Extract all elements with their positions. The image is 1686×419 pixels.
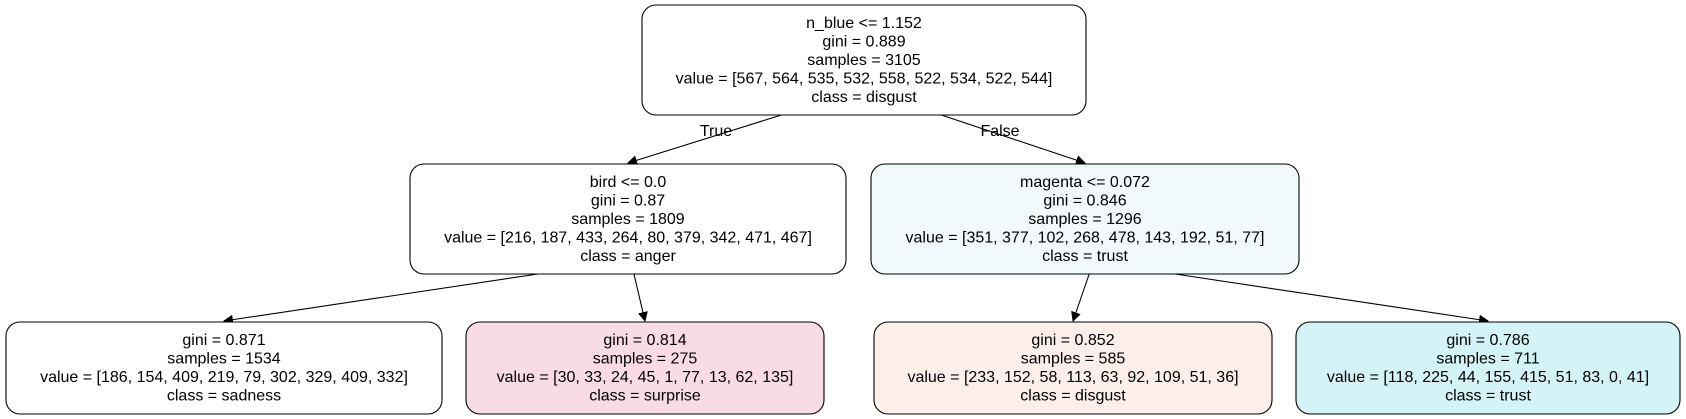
edge-arrow [1071,273,1090,322]
node-text-line: class = disgust [1020,388,1126,405]
edge-arrow [633,273,648,322]
node-text-line: magenta <= 0.072 [1020,174,1150,191]
node-text-line: n_blue <= 1.152 [806,15,922,32]
node-text-line: value = [233, 152, 58, 113, 63, 92, 109,… [907,369,1238,386]
node-text-line: gini = 0.871 [182,332,265,349]
node-text-line: samples = 1296 [1028,211,1142,228]
node-text-line: class = trust [1042,248,1128,265]
node-text-line: gini = 0.889 [822,33,905,50]
node-box [641,4,1087,116]
tree-edge-right-rr [1174,273,1489,325]
node-text-line: value = [30, 33, 24, 45, 1, 77, 13, 62, … [497,369,794,386]
node-text-line: samples = 3105 [807,52,921,69]
node-text-line: value = [216, 187, 433, 264, 80, 379, 34… [444,229,812,246]
node-box [409,163,847,275]
tree-edge-right-rl [1071,273,1090,322]
node-box [465,321,825,415]
node-text-line: value = [118, 225, 44, 155, 415, 51, 83,… [1327,369,1649,386]
node-text-line: class = trust [1445,388,1531,405]
edge-label-true: True [700,123,732,140]
node-text-line: value = [567, 564, 535, 532, 558, 522, 5… [676,70,1053,87]
node-text-line: samples = 1534 [167,351,281,368]
node-text-line: samples = 585 [1021,351,1126,368]
node-text-line: class = sadness [167,388,281,405]
edge-arrow [223,273,539,325]
tree-edge-left-lr [633,273,648,322]
node-text-line: class = anger [580,248,676,265]
node-box [873,321,1273,415]
node-text-line: bird <= 0.0 [590,174,667,191]
node-text-line: gini = 0.786 [1446,332,1529,349]
node-text-line: gini = 0.846 [1043,192,1126,209]
node-text-line: value = [186, 154, 409, 219, 79, 302, 32… [40,369,408,386]
node-box [5,321,443,415]
edge-label-false: False [980,123,1019,140]
edge-arrow [941,114,1086,165]
node-text-line: gini = 0.852 [1031,332,1114,349]
edge-arrow [627,114,782,166]
tree-edge-root-right: False [941,114,1086,165]
node-text-line: gini = 0.87 [591,192,665,209]
tree-edge-root-left: True [627,114,782,166]
node-text-line: value = [351, 377, 102, 268, 478, 143, 1… [906,229,1265,246]
node-text-line: samples = 275 [593,351,698,368]
node-text-line: samples = 1809 [571,211,685,228]
tree-edge-left-ll [223,273,539,325]
node-box [1295,321,1681,415]
node-text-line: gini = 0.814 [603,332,686,349]
node-box [870,163,1300,275]
node-text-line: class = disgust [811,89,917,106]
node-text-line: class = surprise [589,388,701,405]
node-text-line: samples = 711 [1436,351,1539,368]
edge-arrow [1174,273,1489,325]
